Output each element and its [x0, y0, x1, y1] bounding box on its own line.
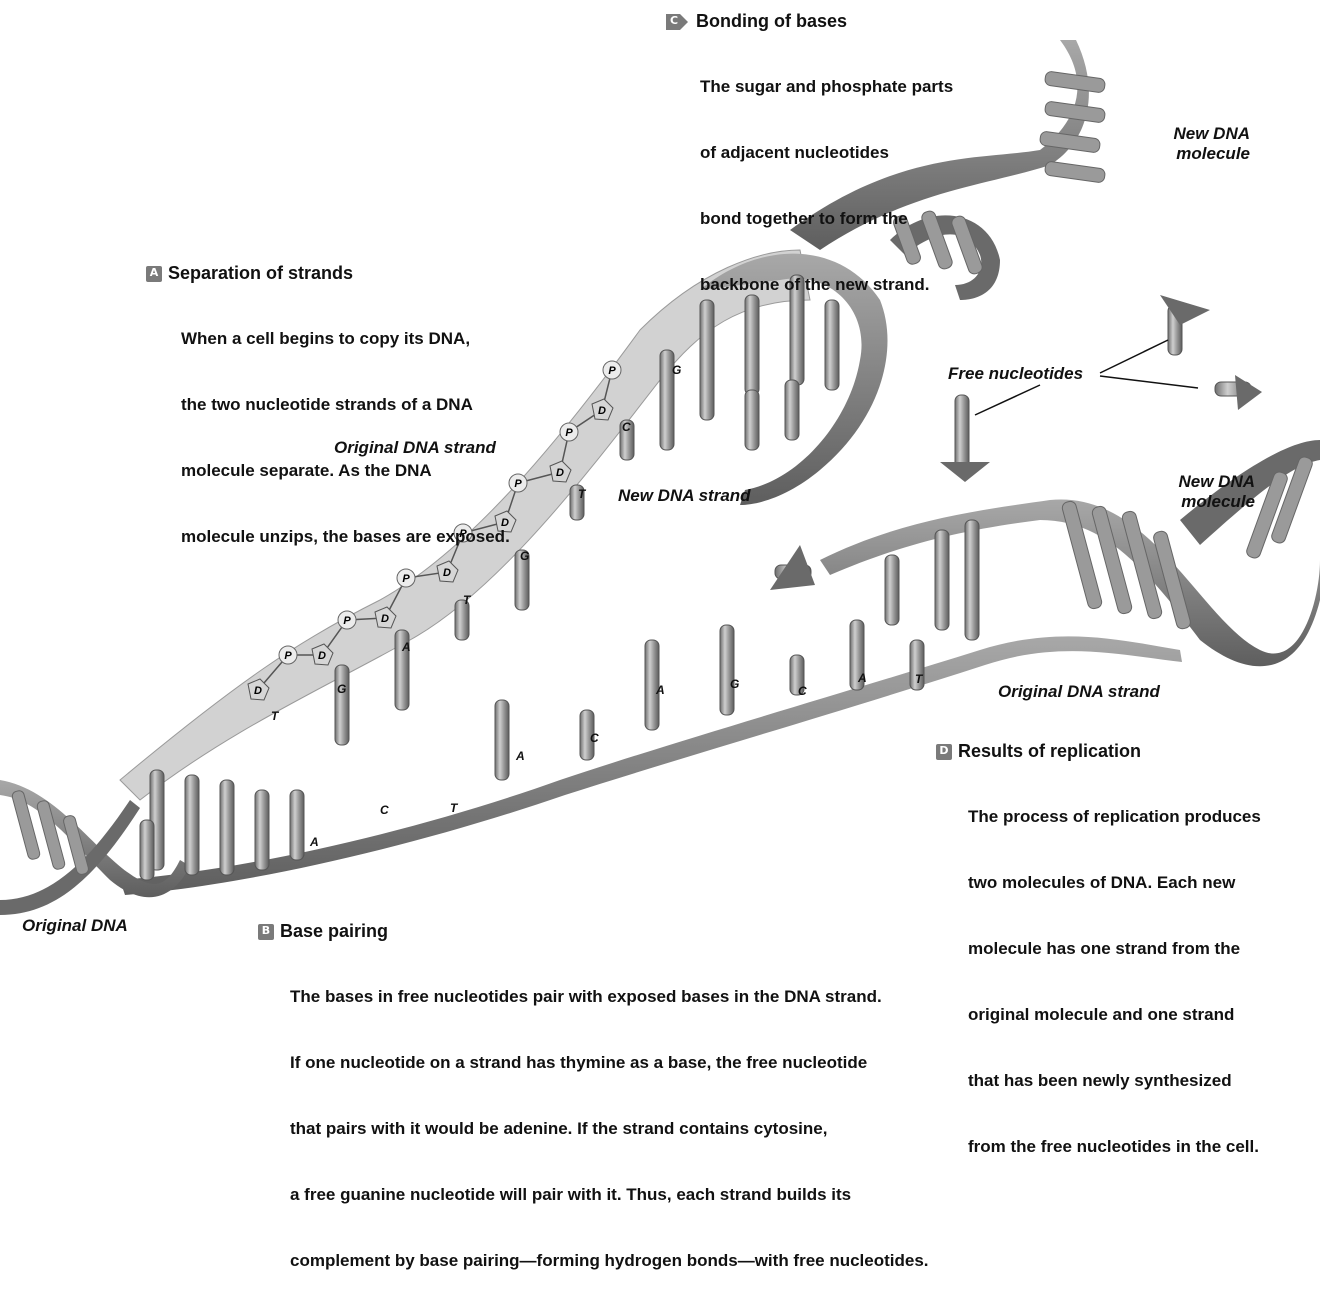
base-letter: A: [309, 835, 319, 849]
badge-b-icon: B: [258, 923, 274, 939]
callout-c-body: The sugar and phosphate parts of adjacen…: [700, 32, 953, 340]
callout-b-title: Base pairing: [280, 920, 388, 942]
phosphate-label: P: [514, 478, 522, 490]
base-letter: C: [798, 684, 807, 698]
base-letter: G: [337, 682, 346, 696]
label-free-nucleotides: Free nucleotides: [948, 364, 1083, 384]
base-letter: A: [515, 749, 525, 763]
base-letter: C: [380, 803, 389, 817]
badge-c-icon: C: [666, 13, 682, 29]
badge-d-icon: D: [936, 743, 952, 759]
label-original-dna: Original DNA: [22, 916, 128, 936]
badge-a-icon: A: [146, 265, 162, 281]
phosphate-label: P: [565, 427, 573, 439]
callout-a-title: Separation of strands: [168, 262, 353, 284]
base-letter: T: [578, 487, 587, 501]
base-letter: G: [520, 549, 529, 563]
label-new-dna-molecule-right: New DNA molecule: [1145, 472, 1255, 512]
label-original-dna-strand-top: Original DNA strand: [334, 438, 496, 458]
base-letter: G: [672, 363, 681, 377]
callout-b-body: The bases in free nucleotides pair with …: [290, 942, 929, 1316]
callout-separation-of-strands: A Separation of strands When a cell begi…: [146, 262, 510, 592]
base-letter: A: [401, 640, 411, 654]
phosphate-label: P: [343, 615, 351, 627]
callout-c-title: Bonding of bases: [696, 10, 847, 32]
sugar-label: D: [254, 685, 262, 697]
label-original-dna-strand-right: Original DNA strand: [998, 682, 1160, 702]
callout-base-pairing: B Base pairing The bases in free nucleot…: [258, 920, 929, 1316]
base-letter: C: [590, 731, 599, 745]
callout-d-body: The process of replication produces two …: [968, 762, 1261, 1202]
callout-d-title: Results of replication: [958, 740, 1141, 762]
base-letter: C: [622, 420, 631, 434]
base-letter: T: [450, 801, 459, 815]
sugar-label: D: [556, 467, 564, 479]
phosphate-label: P: [608, 365, 616, 377]
sugar-label: D: [598, 405, 606, 417]
label-new-dna-molecule-top: New DNA molecule: [1140, 124, 1250, 164]
sugar-label: D: [318, 650, 326, 662]
label-new-dna-strand: New DNA strand: [618, 486, 751, 506]
base-letter: A: [655, 683, 665, 697]
sugar-label: D: [381, 613, 389, 625]
base-letter: A: [857, 671, 867, 685]
base-letter: G: [730, 677, 739, 691]
callout-bonding-of-bases: C Bonding of bases The sugar and phospha…: [666, 10, 953, 340]
callout-results-of-replication: D Results of replication The process of …: [936, 740, 1261, 1202]
phosphate-label: P: [284, 650, 292, 662]
